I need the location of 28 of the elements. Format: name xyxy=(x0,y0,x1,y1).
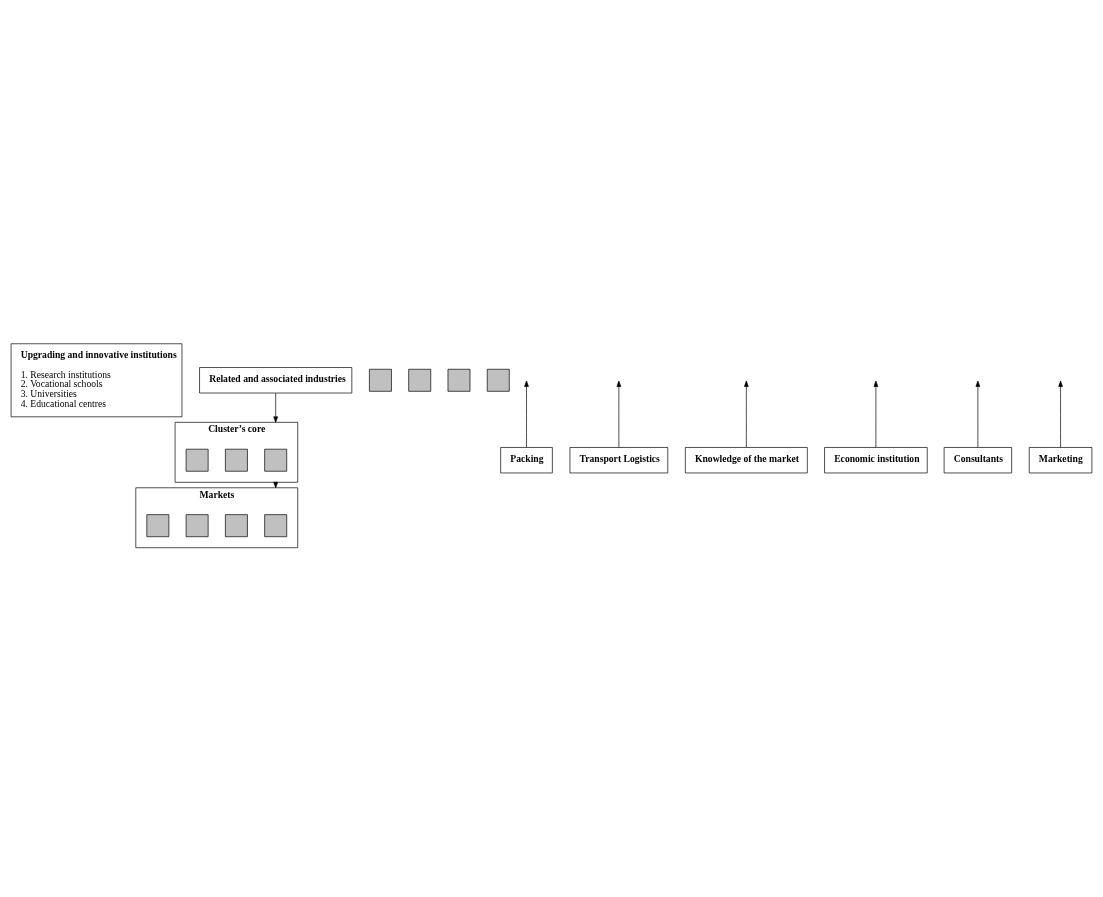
node-box xyxy=(185,448,209,472)
arrow xyxy=(273,392,278,423)
node-box: Consultants xyxy=(943,447,1012,474)
node-box: Marketing xyxy=(1028,447,1093,474)
node-box: Packing xyxy=(500,447,553,474)
node-box xyxy=(369,368,392,392)
arrow xyxy=(873,380,879,448)
node-box xyxy=(447,368,471,392)
node-box xyxy=(408,368,432,392)
node-box: Transport Logistics xyxy=(569,447,669,474)
cluster: Markets xyxy=(135,487,299,549)
arrow xyxy=(744,380,749,448)
node-box: Upgrading and innovative institutions 1. Research institutions 2. Vocational schools 3. Universities 4. Educational centres xyxy=(10,343,183,418)
node-box xyxy=(225,514,248,538)
node-box: Knowledge of the market xyxy=(685,447,808,474)
node-box: Economic institution xyxy=(824,447,928,474)
node-box xyxy=(225,448,248,472)
cluster: Cluster’s core xyxy=(174,421,299,483)
arrow xyxy=(975,380,981,448)
node-box xyxy=(264,514,288,538)
arrow xyxy=(1058,380,1063,448)
node-box xyxy=(185,514,209,538)
node-box xyxy=(486,368,510,392)
node-box xyxy=(264,448,288,472)
node-box: Related and associated industries xyxy=(199,367,353,394)
arrow xyxy=(616,380,622,448)
node-box xyxy=(146,514,170,538)
arrow xyxy=(524,380,529,448)
